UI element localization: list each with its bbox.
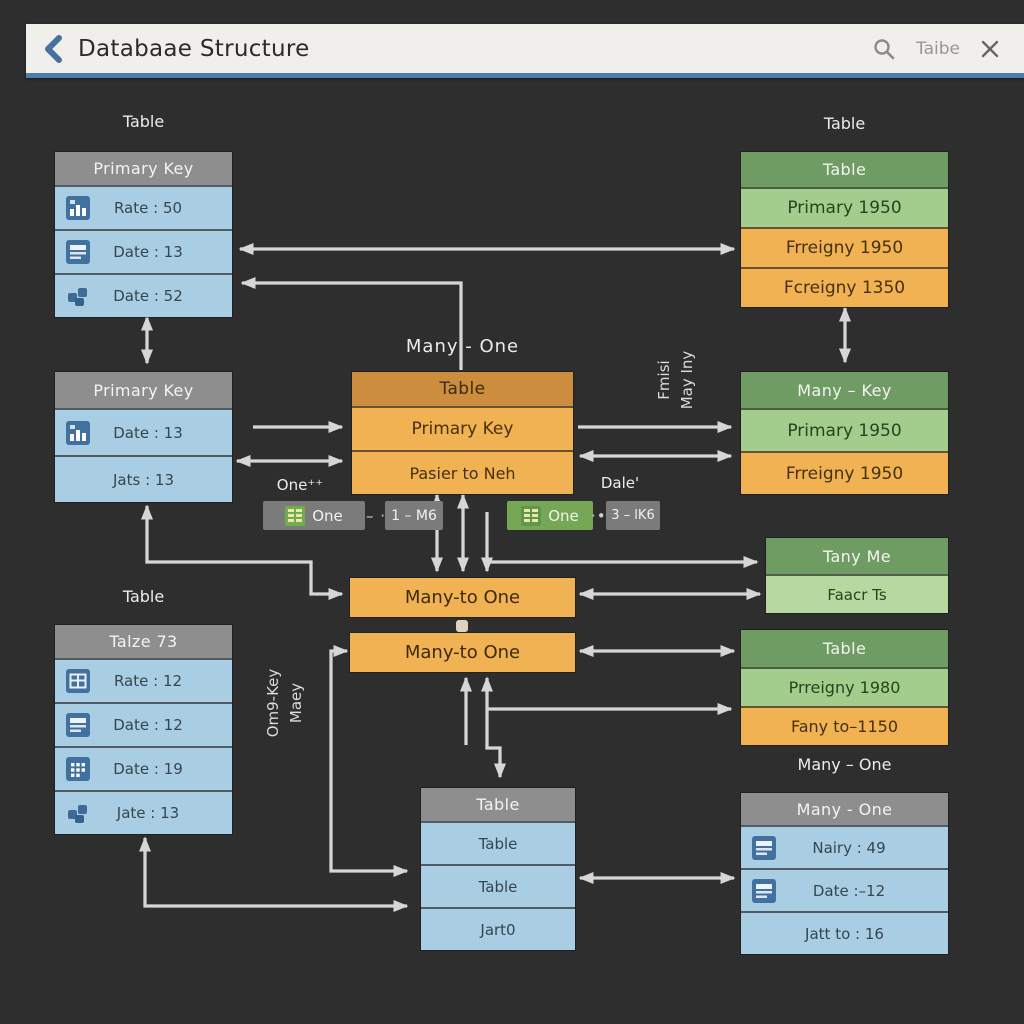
table-right-small: Tany Me Faacr Ts bbox=[766, 538, 948, 613]
table-row[interactable]: Date : 12 bbox=[55, 702, 232, 746]
bar-chart-icon bbox=[66, 196, 90, 220]
spreadsheet-icon bbox=[285, 505, 306, 526]
window-icon bbox=[752, 835, 776, 860]
table-title: Many – One bbox=[797, 755, 892, 774]
spreadsheet-icon bbox=[521, 505, 542, 526]
close-icon[interactable] bbox=[980, 39, 1000, 59]
table-center: Table Primary Key Pasier to Neh bbox=[352, 372, 573, 494]
table-row[interactable]: Date : 13 bbox=[55, 408, 232, 455]
table-row[interactable]: Nairy : 49 bbox=[741, 825, 948, 868]
table-row[interactable]: Frreigny 1950 bbox=[741, 227, 948, 267]
table-row[interactable]: Primary Key bbox=[352, 406, 573, 450]
relation-bar-many-to-one[interactable]: Many-to One bbox=[350, 633, 575, 672]
table-bottom-center: Table Table Table Jart0 bbox=[421, 788, 575, 950]
legend-label-date: Dale' bbox=[600, 474, 640, 492]
table-title: Table bbox=[823, 114, 866, 133]
table-header[interactable]: Table bbox=[352, 372, 573, 406]
table-row[interactable]: Jats : 13 bbox=[55, 455, 232, 502]
relation-label-many-one: Many - One bbox=[405, 336, 520, 357]
legend-chip-one[interactable]: One bbox=[507, 501, 593, 530]
arrow bbox=[329, 645, 409, 877]
puzzle-icon bbox=[66, 284, 90, 308]
back-chevron-icon[interactable] bbox=[42, 34, 66, 64]
table-row[interactable]: Primary 1950 bbox=[741, 408, 948, 451]
table-header[interactable]: Primary Key bbox=[55, 152, 232, 185]
table-row[interactable]: Date :–12 bbox=[741, 868, 948, 911]
table-left-bottom: Talze 73 Rate : 12 Date : 12 Date : 19 J… bbox=[55, 625, 232, 834]
legend-chip-cardinality[interactable]: 3 – lK6 bbox=[606, 501, 660, 530]
table-row[interactable]: Table bbox=[421, 864, 575, 907]
rotated-relation-label-right: Fmisi May Iny bbox=[655, 350, 697, 410]
window-icon bbox=[752, 878, 776, 903]
table-right-middle: Many – Key Primary 1950 Frreigny 1950 bbox=[741, 372, 948, 494]
relation-bar-many-to-one[interactable]: Many-to One bbox=[350, 578, 575, 617]
search-icon[interactable] bbox=[872, 37, 896, 61]
arrow bbox=[139, 836, 409, 912]
table-header[interactable]: Tany Me bbox=[766, 538, 948, 574]
table-row[interactable]: Date : 52 bbox=[55, 273, 232, 317]
table-title: Table bbox=[122, 112, 165, 131]
bar-chart-icon bbox=[66, 420, 90, 445]
table-row[interactable]: Primary 1950 bbox=[741, 187, 948, 227]
table-row[interactable]: Faacr Ts bbox=[766, 574, 948, 613]
search-text[interactable]: Taibe bbox=[916, 38, 960, 59]
page-title: Databaae Structure bbox=[78, 35, 310, 62]
table-row[interactable]: Jart0 bbox=[421, 907, 575, 950]
table-row[interactable]: Pasier to Neh bbox=[352, 450, 573, 494]
legend-chip-cardinality[interactable]: 1 – M6 bbox=[385, 501, 443, 530]
table-header[interactable]: Many - One bbox=[741, 793, 948, 825]
table-left-middle: Primary Key Date : 13 Jats : 13 bbox=[55, 372, 232, 502]
table-row[interactable]: Jate : 13 bbox=[55, 790, 232, 834]
table-bottom-right: Many - One Nairy : 49 Date :–12 Jatt to … bbox=[741, 793, 948, 954]
puzzle-icon bbox=[66, 801, 90, 825]
rotated-relation-label-left: Om9-Key Maey bbox=[264, 668, 306, 738]
table-row[interactable]: Rate : 12 bbox=[55, 658, 232, 702]
table-row[interactable]: Frreigny 1950 bbox=[741, 451, 948, 494]
table-row[interactable]: Fcreigny 1350 bbox=[741, 267, 948, 307]
legend-label-one: One⁺⁺ bbox=[276, 476, 324, 494]
table-header[interactable]: Table bbox=[741, 152, 948, 187]
grid-window-icon bbox=[66, 669, 90, 693]
arrow bbox=[240, 277, 463, 370]
table-row[interactable]: Fany to–1150 bbox=[741, 706, 948, 745]
window-icon bbox=[66, 713, 90, 737]
legend-chip-one[interactable]: One bbox=[263, 501, 365, 530]
keypad-icon bbox=[66, 757, 90, 781]
table-header[interactable]: Primary Key bbox=[55, 372, 232, 408]
table-header[interactable]: Table bbox=[741, 630, 948, 667]
table-header[interactable]: Many – Key bbox=[741, 372, 948, 408]
table-row[interactable]: Table bbox=[421, 821, 575, 864]
table-header[interactable]: Talze 73 bbox=[55, 625, 232, 658]
table-title: Table bbox=[122, 587, 165, 606]
table-row[interactable]: Prreigny 1980 bbox=[741, 667, 948, 706]
table-right-lower: Table Prreigny 1980 Fany to–1150 bbox=[741, 630, 948, 745]
junction-dot bbox=[456, 620, 468, 632]
table-header[interactable]: Table bbox=[421, 788, 575, 821]
table-row[interactable]: Jatt to : 16 bbox=[741, 911, 948, 954]
table-row[interactable]: Date : 19 bbox=[55, 746, 232, 790]
table-left-top: Primary Key Rate : 50 Date : 13 Date : 5… bbox=[55, 152, 232, 317]
table-right-top: Table Primary 1950 Frreigny 1950 Fcreign… bbox=[741, 152, 948, 307]
arrow bbox=[141, 504, 344, 600]
window-icon bbox=[66, 240, 90, 264]
arrow bbox=[481, 676, 506, 779]
table-row[interactable]: Rate : 50 bbox=[55, 185, 232, 229]
app-header: Databaae Structure Taibe bbox=[26, 24, 1024, 78]
table-row[interactable]: Date : 13 bbox=[55, 229, 232, 273]
legend-connector-dots: – · bbox=[366, 507, 387, 525]
